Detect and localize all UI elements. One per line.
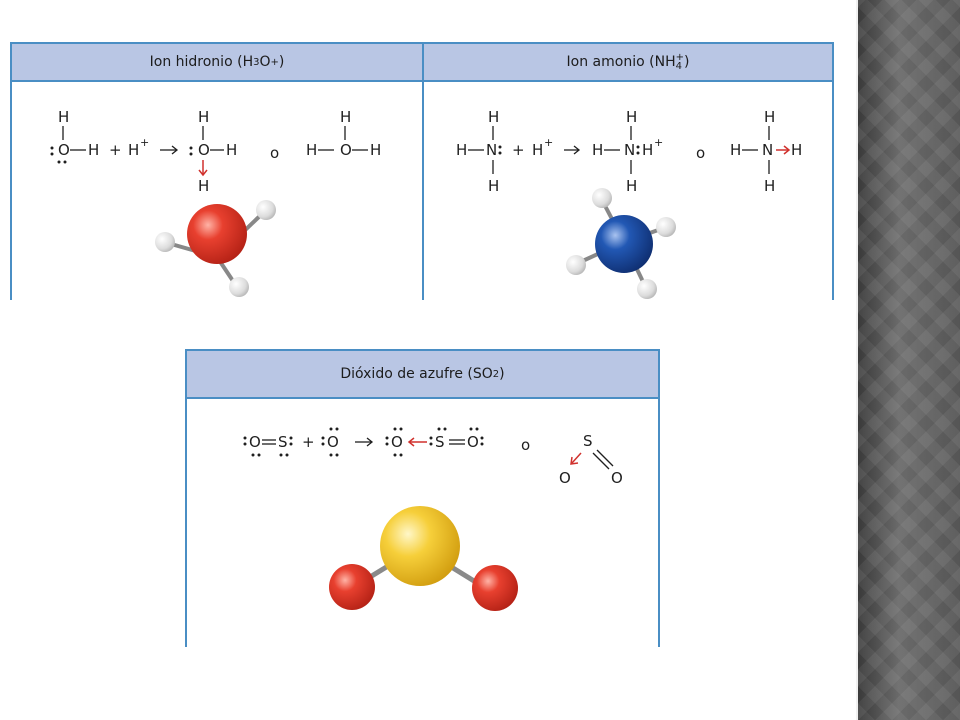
oxygen-atom	[329, 564, 375, 610]
hydronium-name: Ion hidronio	[149, 54, 233, 70]
svg-text:S: S	[435, 433, 445, 451]
svg-text:+: +	[302, 433, 315, 451]
hydrogen-atom	[229, 277, 249, 297]
svg-text:O: O	[391, 433, 403, 451]
hydronium-diagram: H O H + H + H O H H o H H O H	[50, 108, 381, 297]
h3o-o: O	[198, 141, 210, 159]
svg-text:O: O	[327, 433, 339, 451]
svg-text:H: H	[642, 141, 653, 159]
alt-o: O	[340, 141, 352, 159]
svg-text:H: H	[764, 108, 775, 126]
alt-h-right: H	[370, 141, 381, 159]
svg-text:+: +	[512, 141, 525, 159]
svg-text:N: N	[624, 141, 635, 159]
svg-text:O: O	[467, 433, 479, 451]
svg-text:H: H	[488, 177, 499, 195]
svg-text:H: H	[791, 141, 802, 159]
hydrogen-atom	[637, 279, 657, 299]
alt-h-left: H	[306, 141, 317, 159]
so2-diagram: O S + O O S O o S O	[243, 427, 623, 611]
proton-plus: +	[140, 136, 149, 149]
proton-h: H	[128, 141, 139, 159]
plus-1: +	[109, 141, 122, 159]
svg-text:H: H	[626, 108, 637, 126]
h3o-h-top: H	[198, 108, 209, 126]
hydrogen-atom	[566, 255, 586, 275]
alt-h-top: H	[340, 108, 351, 126]
nh3-n: N	[486, 141, 497, 159]
svg-text:H: H	[730, 141, 741, 159]
svg-text:o: o	[521, 436, 530, 454]
hydrogen-atom	[656, 217, 676, 237]
svg-text:S: S	[583, 432, 593, 450]
so2-name: Dióxido de azufre	[340, 366, 463, 382]
or-1: o	[270, 144, 279, 162]
water-h-top: H	[58, 108, 69, 126]
svg-text:O: O	[559, 469, 571, 487]
hydrogen-atom	[155, 232, 175, 252]
svg-text:H: H	[764, 177, 775, 195]
oxygen-atom	[187, 204, 247, 264]
svg-text:H: H	[592, 141, 603, 159]
svg-text:O: O	[249, 433, 261, 451]
svg-text:N: N	[762, 141, 773, 159]
ammonium-title: Ion amonio (NH+4)	[424, 44, 832, 82]
svg-text:H: H	[488, 108, 499, 126]
svg-text:+: +	[544, 136, 553, 149]
ammonium-name: Ion amonio	[566, 54, 645, 70]
svg-text:O: O	[611, 469, 623, 487]
svg-text:+: +	[654, 136, 663, 149]
water-o: O	[58, 141, 70, 159]
water-h-right: H	[88, 141, 99, 159]
svg-text:S: S	[278, 433, 288, 451]
oxygen-atom	[472, 565, 518, 611]
hydrogen-atom	[592, 188, 612, 208]
svg-text:o: o	[696, 144, 705, 162]
decorative-sidebar	[856, 0, 960, 720]
h3o-h-right: H	[226, 141, 237, 159]
svg-text:H: H	[456, 141, 467, 159]
sulfur-atom	[380, 506, 460, 586]
nitrogen-atom	[595, 215, 653, 273]
svg-text:H: H	[532, 141, 543, 159]
hydrogen-atom	[256, 200, 276, 220]
h3o-h-bottom: H	[198, 177, 209, 195]
ammonium-panel: Ion amonio (NH+4) H H N H + H +	[422, 42, 834, 300]
ammonium-diagram: H H N H + H + H H N H + H o H H N H H	[456, 108, 802, 299]
svg-text:H: H	[626, 177, 637, 195]
